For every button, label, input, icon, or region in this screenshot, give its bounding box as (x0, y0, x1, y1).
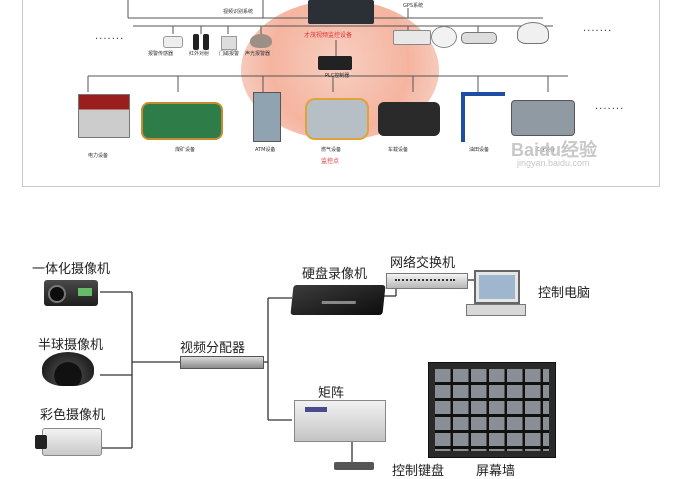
gas-equipment-icon (305, 98, 369, 140)
label-dome-camera: 半球摄像机 (38, 338, 104, 353)
plc-controller-icon (318, 56, 352, 70)
label-dvr: 硬盘录像机 (302, 267, 368, 282)
atm-icon (253, 92, 281, 142)
row3-label-3: 燃气设备 (321, 147, 342, 153)
row3-label-6: 工业设备 (535, 147, 556, 153)
row3-label-4: 车载设备 (388, 147, 409, 153)
alarm-sensor-icon (163, 36, 183, 48)
box-camera-icon (393, 30, 431, 45)
label-network-switch: 网络交换机 (390, 256, 456, 271)
label-color-camera: 彩色摄像机 (40, 408, 106, 423)
center-unit-label: 才茂视频监控设备 (304, 32, 353, 39)
row1-label-0: 视频识别系统 (223, 9, 254, 15)
row3-label-2: ATM设备 (255, 147, 276, 153)
watermark-brand: Baidu经验 (511, 140, 598, 160)
vehicle-device-icon (378, 102, 440, 136)
network-switch-icon (386, 273, 468, 289)
power-equipment-icon (78, 94, 130, 138)
siren-icon (250, 34, 272, 48)
industrial-equipment-icon (511, 100, 575, 136)
monitoring-system-panel: ······· ······· ······· 视频识别系统 GPS系统 才茂视… (22, 0, 660, 187)
video-monitor-unit (308, 0, 374, 24)
watermark-url: jingyan.baidu.com (517, 158, 590, 168)
door-sensor-icon (221, 36, 237, 50)
dtu-label: PLC控制器 (325, 73, 350, 79)
row2-label-0: 报警传感器 (148, 51, 174, 57)
mining-equipment-icon (141, 102, 223, 140)
infrared-beam-icon-b (203, 34, 209, 50)
control-pc-keyboard-icon (466, 304, 526, 316)
control-pc-monitor-icon (474, 270, 520, 304)
monitor-point-label: 监控点 (321, 158, 340, 165)
dome-camera-icon (42, 352, 94, 386)
speed-dome-icon (517, 22, 549, 44)
infrared-beam-icon-a (193, 34, 199, 50)
label-video-splitter: 视频分配器 (180, 341, 246, 356)
row2-label-1: 红外对射 (189, 51, 210, 57)
integrated-camera-icon (44, 280, 98, 306)
video-wall-icon (428, 362, 556, 458)
dots-right: ······· (583, 26, 613, 37)
row1-label-3: GPS系统 (403, 3, 424, 9)
color-camera-icon (35, 428, 102, 456)
row3-label-0: 电力设备 (88, 153, 109, 159)
oil-pump-icon (461, 92, 505, 142)
dots-left: ······· (95, 34, 125, 45)
control-keyboard-icon (334, 462, 374, 470)
row2-label-3: 声光报警器 (245, 51, 271, 57)
label-control-pc: 控制电脑 (538, 286, 591, 301)
matrix-icon (294, 400, 386, 442)
dvr-icon (290, 285, 386, 315)
label-matrix: 矩阵 (318, 386, 345, 401)
video-splitter-icon (180, 356, 264, 369)
label-integrated-camera: 一体化摄像机 (32, 262, 111, 277)
row2-label-2: 门磁报警 (219, 51, 240, 57)
dome-camera-icon (431, 26, 457, 48)
dots-right-2: ······· (595, 104, 625, 115)
row3-label-5: 油田设备 (469, 147, 490, 153)
row3-label-1: 煤矿设备 (175, 147, 196, 153)
bullet-camera-icon (461, 32, 497, 44)
